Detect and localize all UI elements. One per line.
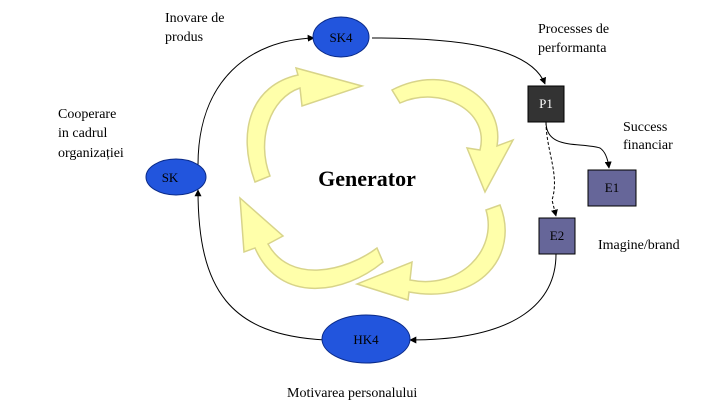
arrow-top-left [246, 66, 365, 183]
connector-sk-to-sk4 [197, 34, 315, 166]
label-cooperare-line1: Cooperare [58, 107, 116, 122]
label-inovare: Inovare de produs [165, 11, 228, 45]
node-sk4[interactable]: SK4 [312, 16, 370, 58]
label-inovare-line2: produs [165, 30, 203, 45]
label-cooperare-line2: in cadrul [58, 126, 107, 141]
connector-sk4-to-p1 [371, 37, 546, 85]
arrow-bottom-right [354, 204, 506, 301]
label-processes-line2: performanta [538, 41, 607, 56]
node-sk4-label: SK4 [329, 30, 353, 45]
label-inovare-line1: Inovare de [165, 11, 224, 26]
label-processes-line1: Processes de [538, 22, 609, 37]
node-e2-label: E2 [550, 228, 564, 243]
connector-hk4-to-sk [194, 189, 326, 341]
node-e1[interactable]: E1 [587, 169, 637, 207]
node-hk4[interactable]: HK4 [321, 314, 411, 364]
generator-title: Generator [318, 166, 416, 191]
node-sk-label: SK [162, 170, 179, 185]
node-p1-label: P1 [539, 96, 553, 111]
node-e1-label: E1 [605, 180, 619, 195]
node-e2[interactable]: E2 [538, 217, 576, 255]
label-cooperare-line3: organizației [58, 146, 124, 161]
label-imagine: Imagine/brand [598, 238, 680, 253]
node-p1[interactable]: P1 [527, 85, 565, 123]
label-success-line2: financiar [623, 138, 673, 153]
label-motivarea: Motivarea personalului [287, 386, 417, 401]
connector-p1-to-e2 [545, 121, 558, 217]
connector-e2-to-hk4 [409, 253, 557, 344]
label-processes: Processes de performanta [538, 22, 613, 56]
connector-p1-to-e1 [545, 121, 612, 169]
arrow-top-right [390, 78, 515, 194]
label-success-line1: Success [623, 120, 667, 135]
arrow-bottom-left [239, 196, 384, 290]
label-success: Success financiar [623, 120, 673, 153]
node-sk[interactable]: SK [145, 158, 207, 196]
label-cooperare: Cooperare in cadrul organizației [58, 107, 124, 161]
generator-arrows [239, 66, 515, 301]
node-hk4-label: HK4 [353, 332, 379, 347]
